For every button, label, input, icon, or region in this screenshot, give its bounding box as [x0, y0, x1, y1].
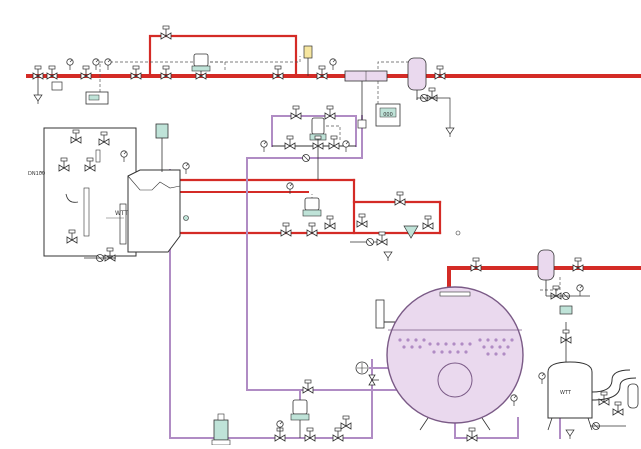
right-separator	[470, 249, 590, 300]
condensate-lines	[129, 115, 561, 439]
middle-valve-station	[280, 182, 461, 262]
tank-mark-text: WTT	[115, 210, 128, 217]
motor-icon	[155, 123, 169, 172]
control-valve-icon	[302, 197, 322, 217]
safety-valve-icon	[303, 45, 313, 76]
separator-icon	[344, 70, 388, 82]
header-fittings: 000	[32, 25, 455, 138]
separator-icon	[407, 57, 427, 100]
storage-vessel	[375, 286, 524, 442]
controller-display-text: 000	[383, 112, 393, 118]
control-station	[260, 105, 356, 180]
heat-exchanger-tank: WTT DN100	[28, 123, 190, 262]
inlet-size-text: DN100	[28, 171, 45, 177]
control-valve-icon	[290, 399, 310, 438]
column-tank: WTT	[538, 305, 639, 440]
column-mark-text: WTT	[560, 390, 572, 396]
pump-icon	[211, 413, 231, 446]
control-valve-icon	[191, 53, 211, 80]
pump-icon	[355, 361, 369, 375]
display-controller: 000	[375, 103, 401, 127]
bottom-equipment	[211, 361, 380, 446]
pump-icon	[403, 225, 419, 239]
